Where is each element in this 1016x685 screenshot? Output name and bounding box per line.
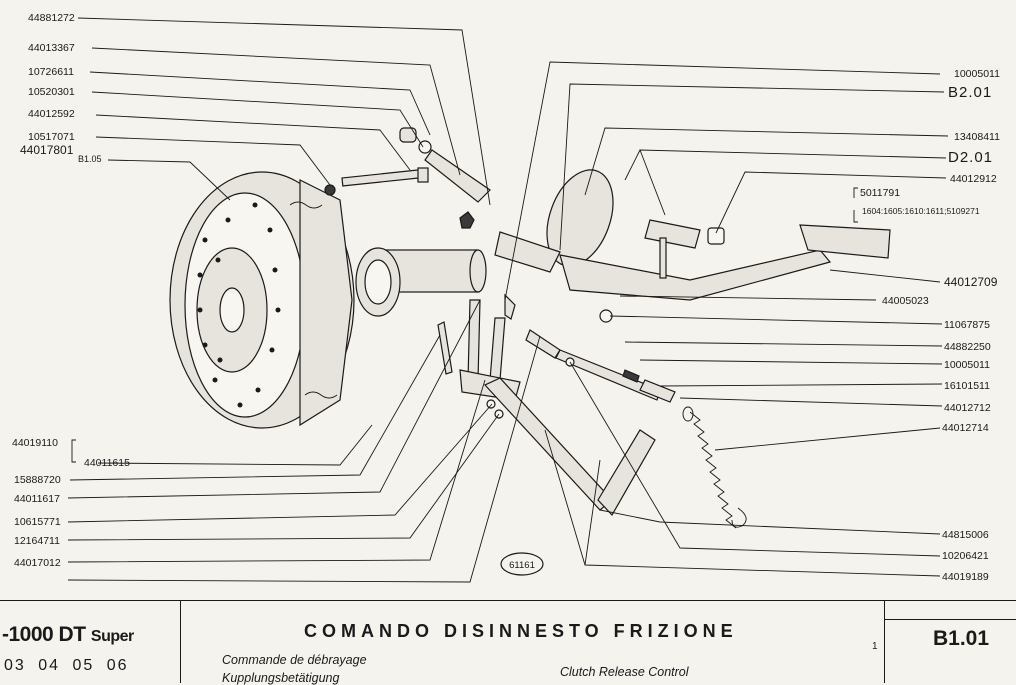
part-label: 10520301 [28, 86, 75, 98]
model-suffix: Super [90, 628, 134, 645]
title-italian: COMANDO DISINNESTO FRIZIONE [304, 621, 738, 641]
part-label: 44012712 [944, 402, 991, 414]
part-label: 13408411 [954, 131, 1000, 143]
part-label: 12164711 [14, 535, 60, 547]
leader-lines [67, 17, 949, 583]
part-label: 10206421 [942, 550, 989, 562]
fasteners-top [324, 127, 491, 229]
section-code: B1.01 [933, 627, 990, 650]
part-label: 10005011 [944, 359, 990, 371]
part-ref-label: B2.01 [948, 84, 992, 101]
reference-stamp: 61161 [500, 552, 544, 576]
title-german: Kupplungsbetätigung [222, 671, 340, 685]
title-block: -1000 DT Super 03 04 05 06 COMANDO DISIN… [0, 600, 1016, 685]
return-spring [682, 406, 747, 529]
page-number: 1 [872, 641, 878, 652]
part-label: 10005011 [954, 68, 1000, 80]
part-label: 1604:1605:1610:1611;5109271 [862, 206, 980, 216]
part-label: 44012709 [944, 275, 998, 289]
part-label: 44012714 [942, 422, 989, 434]
part-label: 44815006 [942, 529, 989, 541]
part-label: 44005023 [882, 295, 929, 307]
left-part-labels: 44881272 44013367 10726611 10520301 4401… [12, 12, 130, 569]
fork-assembly [437, 293, 656, 517]
model-years: 03 04 05 06 [4, 657, 129, 674]
part-ref-label: D2.01 [948, 149, 993, 166]
title-english: Clutch Release Control [560, 665, 689, 679]
part-label: 44012912 [950, 173, 997, 185]
part-label: 44019110 [12, 437, 58, 449]
part-label: 44011617 [14, 493, 60, 505]
code-cell: B1.01 [884, 601, 1016, 683]
part-label: 16101511 [944, 380, 990, 392]
part-label: 10726611 [28, 66, 74, 78]
part-label: 44013367 [28, 42, 75, 54]
part-label: 10615771 [14, 516, 61, 528]
part-label: 44017801 [20, 143, 74, 157]
reference-number: 61161 [509, 560, 535, 571]
clutch-assembly [169, 171, 355, 429]
part-label: 10517071 [28, 131, 75, 143]
description-cell: COMANDO DISINNESTO FRIZIONE Commande de … [182, 601, 882, 685]
pedal-assembly [494, 169, 891, 323]
part-label: 44011615 [84, 457, 130, 469]
code-box [885, 619, 1016, 684]
model-cell: -1000 DT Super 03 04 05 06 [0, 601, 181, 683]
part-label: 11067875 [944, 319, 990, 331]
part-label: 44012592 [28, 108, 75, 120]
release-bearing-sleeve [355, 247, 487, 317]
model-name: -1000 DT Super [2, 623, 134, 647]
part-label: 15888720 [14, 474, 61, 486]
right-part-labels: 10005011 B2.01 13408411 D2.01 44012912 5… [853, 68, 1000, 583]
part-label: 5011791 [860, 187, 900, 199]
part-ref-label: B1.05 [78, 154, 102, 164]
part-label: 44017012 [14, 557, 61, 569]
part-label: 44019189 [942, 571, 989, 583]
exploded-parts-diagram: 44881272 44013367 10726611 10520301 4401… [12, 12, 1000, 583]
push-rod [525, 329, 676, 403]
title-french: Commande de débrayage [222, 653, 367, 667]
model-name-text: -1000 DT [2, 623, 86, 646]
part-label: 44882250 [944, 341, 991, 353]
part-label: 44881272 [28, 12, 75, 24]
